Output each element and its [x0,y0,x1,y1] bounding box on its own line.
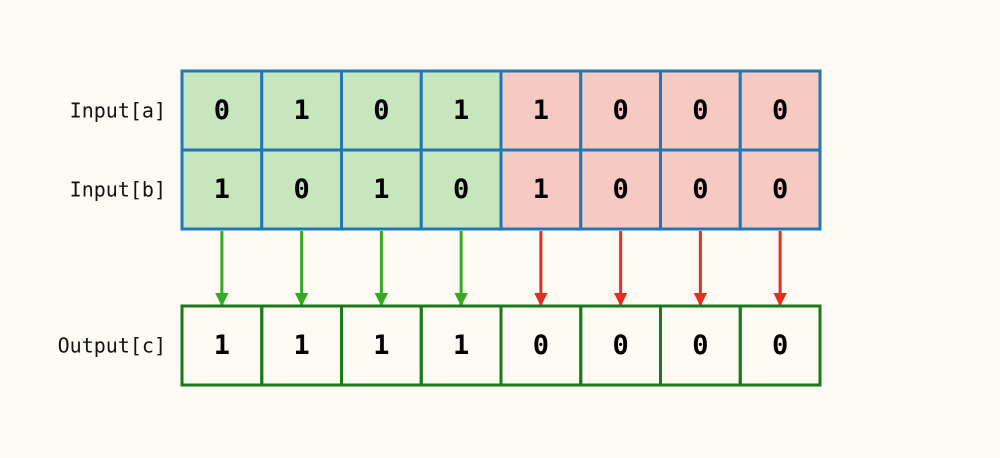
input-b-cell-2-value: 0 [293,174,309,205]
output-c-cell-5-value: 0 [533,330,549,361]
output-c-cell-4-value: 1 [453,330,469,361]
input-b-cell-1 [180,148,264,231]
input-a-cell-3-value: 0 [373,95,389,126]
input-a-cell-8-value: 0 [772,95,788,126]
input-b-cell-4-value: 0 [453,174,469,205]
output-c-cell-7-value: 0 [692,330,708,361]
arrow-group [215,231,787,307]
input-b-row: 1 0 1 0 1 0 0 0 [180,148,822,231]
input-a-cell-2-value: 1 [293,95,309,126]
input-b-cell-3-value: 1 [373,174,389,205]
input-a-cell-6 [579,69,662,152]
output-c-cell-8-value: 0 [772,330,788,361]
input-b-cell-5-value: 1 [533,174,549,205]
input-a-cell-1-value: 0 [214,95,230,126]
input-a-label: Input[a] [70,99,166,123]
output-c-cell-2-value: 1 [293,330,309,361]
input-a-cell-5-value: 1 [533,95,549,126]
input-b-cell-3 [340,148,423,231]
output-c-row-border [180,304,822,387]
input-a-cell-6-value: 0 [612,95,628,126]
output-c-cell-6-value: 0 [612,330,628,361]
input-b-cell-8-value: 0 [772,174,788,205]
input-b-cell-4 [419,148,503,231]
input-b-cell-1-value: 1 [214,174,230,205]
output-c-row: 1 1 1 1 0 0 0 0 [180,304,822,387]
input-a-cell-4-value: 1 [453,95,469,126]
output-c-label: Output[c] [58,334,166,358]
output-c-cell-3-value: 1 [373,330,389,361]
input-b-cell-7-value: 0 [692,174,708,205]
input-a-row: 0 1 0 1 1 0 0 0 [180,69,822,152]
input-b-row-border [180,148,822,231]
input-b-label: Input[b] [70,178,166,202]
output-c-cell-1-value: 1 [214,330,230,361]
input-a-cell-7-value: 0 [692,95,708,126]
input-b-cell-6-value: 0 [612,174,628,205]
input-a-cell-8 [738,69,822,152]
